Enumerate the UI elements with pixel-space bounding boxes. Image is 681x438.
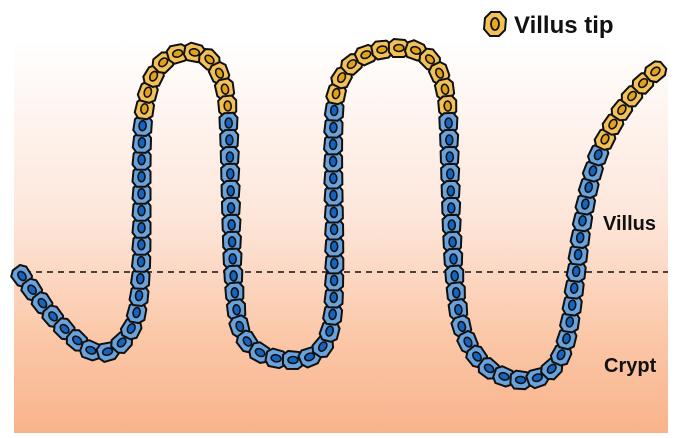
legend: Villus tip (484, 12, 614, 39)
legend-label: Villus tip (514, 12, 614, 39)
villus-tip-cell-icon (484, 12, 506, 36)
crypt-label: Crypt (604, 355, 657, 377)
villus-label: Villus (603, 213, 656, 235)
